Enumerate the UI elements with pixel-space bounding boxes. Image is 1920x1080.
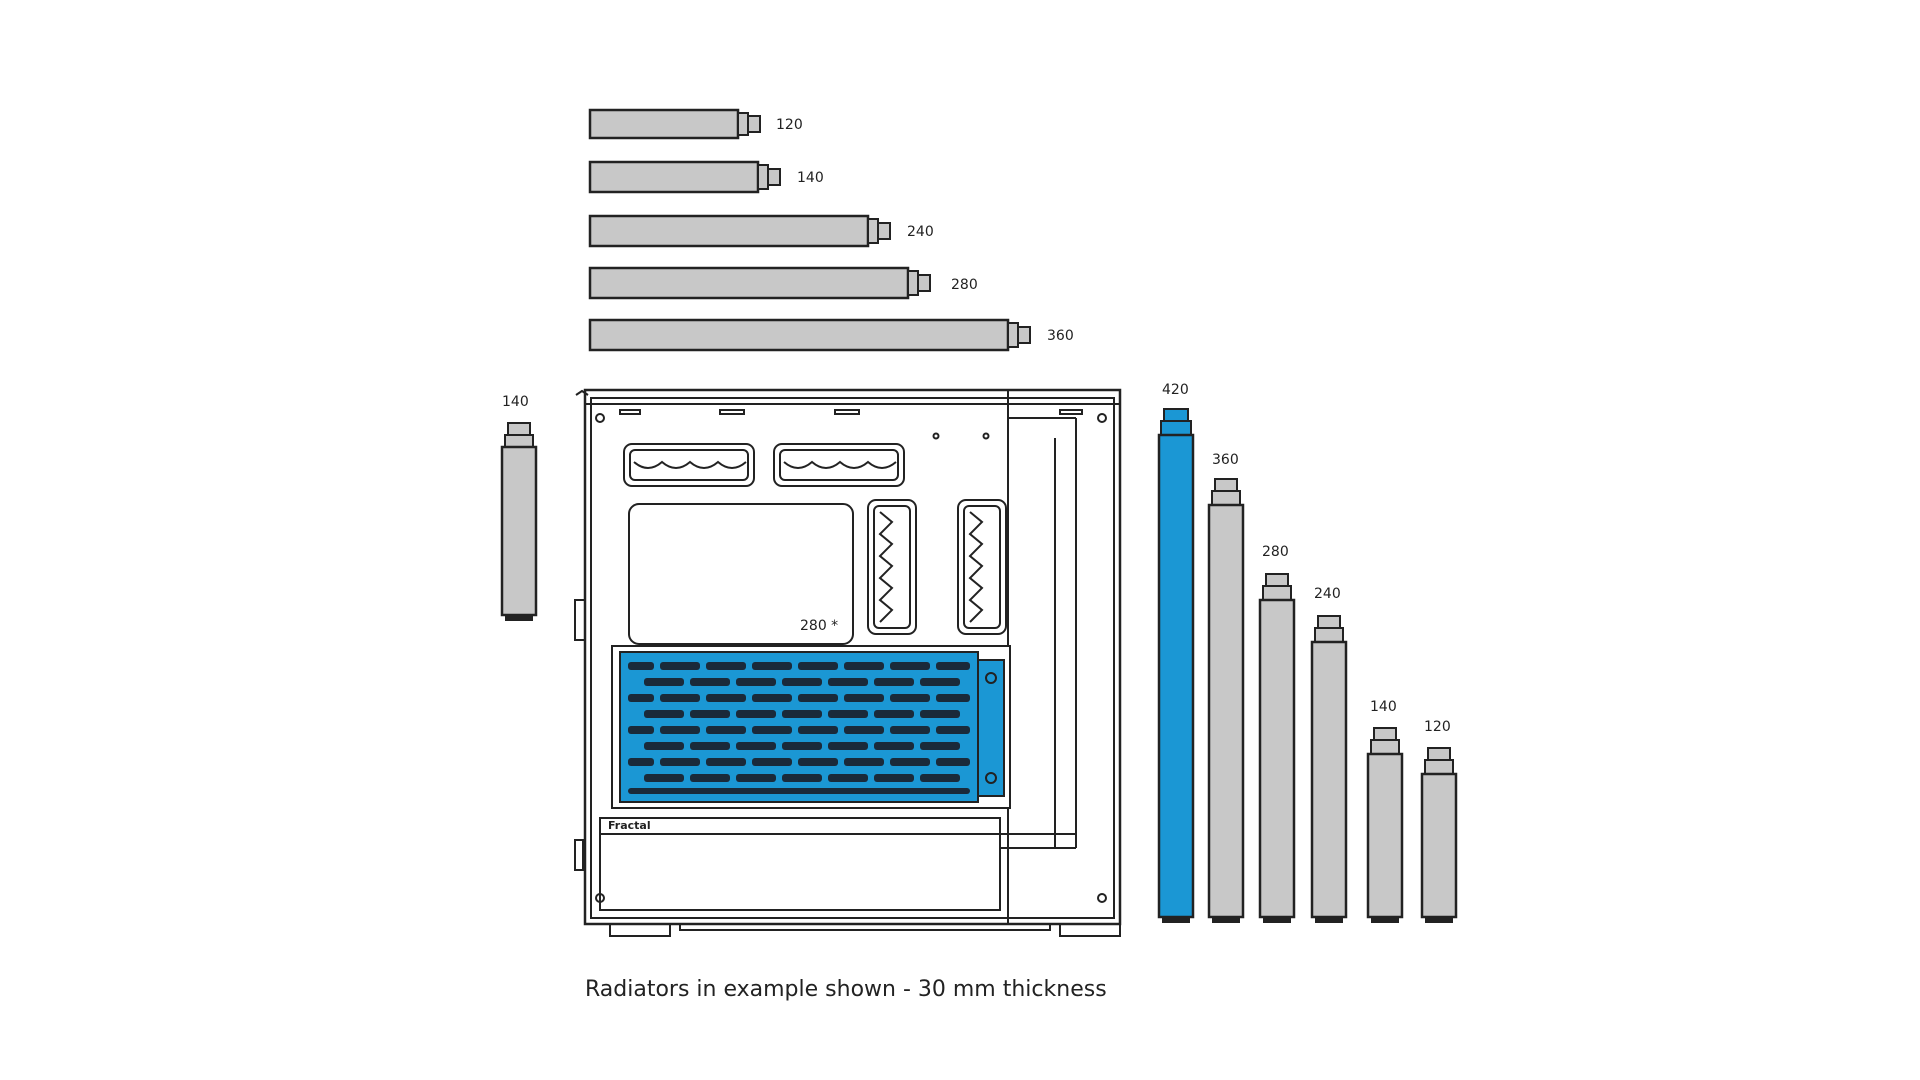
top-radiator-140: 140 <box>588 160 824 194</box>
front-radiator-280: 280 <box>1258 544 1296 923</box>
radiator-grille-pattern <box>628 662 970 794</box>
fractal-logo-text: Fractal <box>608 819 651 832</box>
top-radiator-label: 140 <box>797 170 824 186</box>
front-radiator-label: 120 <box>1424 719 1451 735</box>
top-radiator-label: 360 <box>1047 328 1074 344</box>
front-radiator-360: 360 <box>1207 452 1245 923</box>
top-radiators: 120 140 240 280 360 <box>588 108 1074 352</box>
psu-shroud-radiator: 280 * <box>611 618 1011 809</box>
front-radiator-label: 240 <box>1314 586 1341 602</box>
front-radiators: 420 360 280 240 <box>1157 382 1458 923</box>
front-radiator-label: 420 <box>1162 382 1189 398</box>
top-radiator-360: 360 <box>588 318 1074 352</box>
front-radiator-120: 120 <box>1420 719 1458 923</box>
rear-radiator-140: 140 <box>500 394 538 621</box>
motherboard-cutout <box>628 503 854 645</box>
psu-shroud-radiator-label: 280 * <box>800 618 838 634</box>
diagram-caption: Radiators in example shown - 30 mm thick… <box>585 977 1107 1002</box>
top-radiator-label: 240 <box>907 224 934 240</box>
top-radiator-280: 280 <box>588 266 978 300</box>
top-radiator-120: 120 <box>588 108 803 140</box>
top-radiator-240: 240 <box>588 214 934 248</box>
top-radiator-label: 280 <box>951 277 978 293</box>
front-radiator-240: 240 <box>1310 586 1348 923</box>
front-radiator-140: 140 <box>1366 699 1404 923</box>
top-radiator-label: 120 <box>776 117 803 133</box>
fractal-logo: Fractal <box>608 819 651 832</box>
front-radiator-label: 280 <box>1262 544 1289 560</box>
front-radiator-420: 420 <box>1157 382 1195 923</box>
front-radiator-label: 140 <box>1370 699 1397 715</box>
front-radiator-label: 360 <box>1212 452 1239 468</box>
rear-radiator-label: 140 <box>502 394 529 410</box>
